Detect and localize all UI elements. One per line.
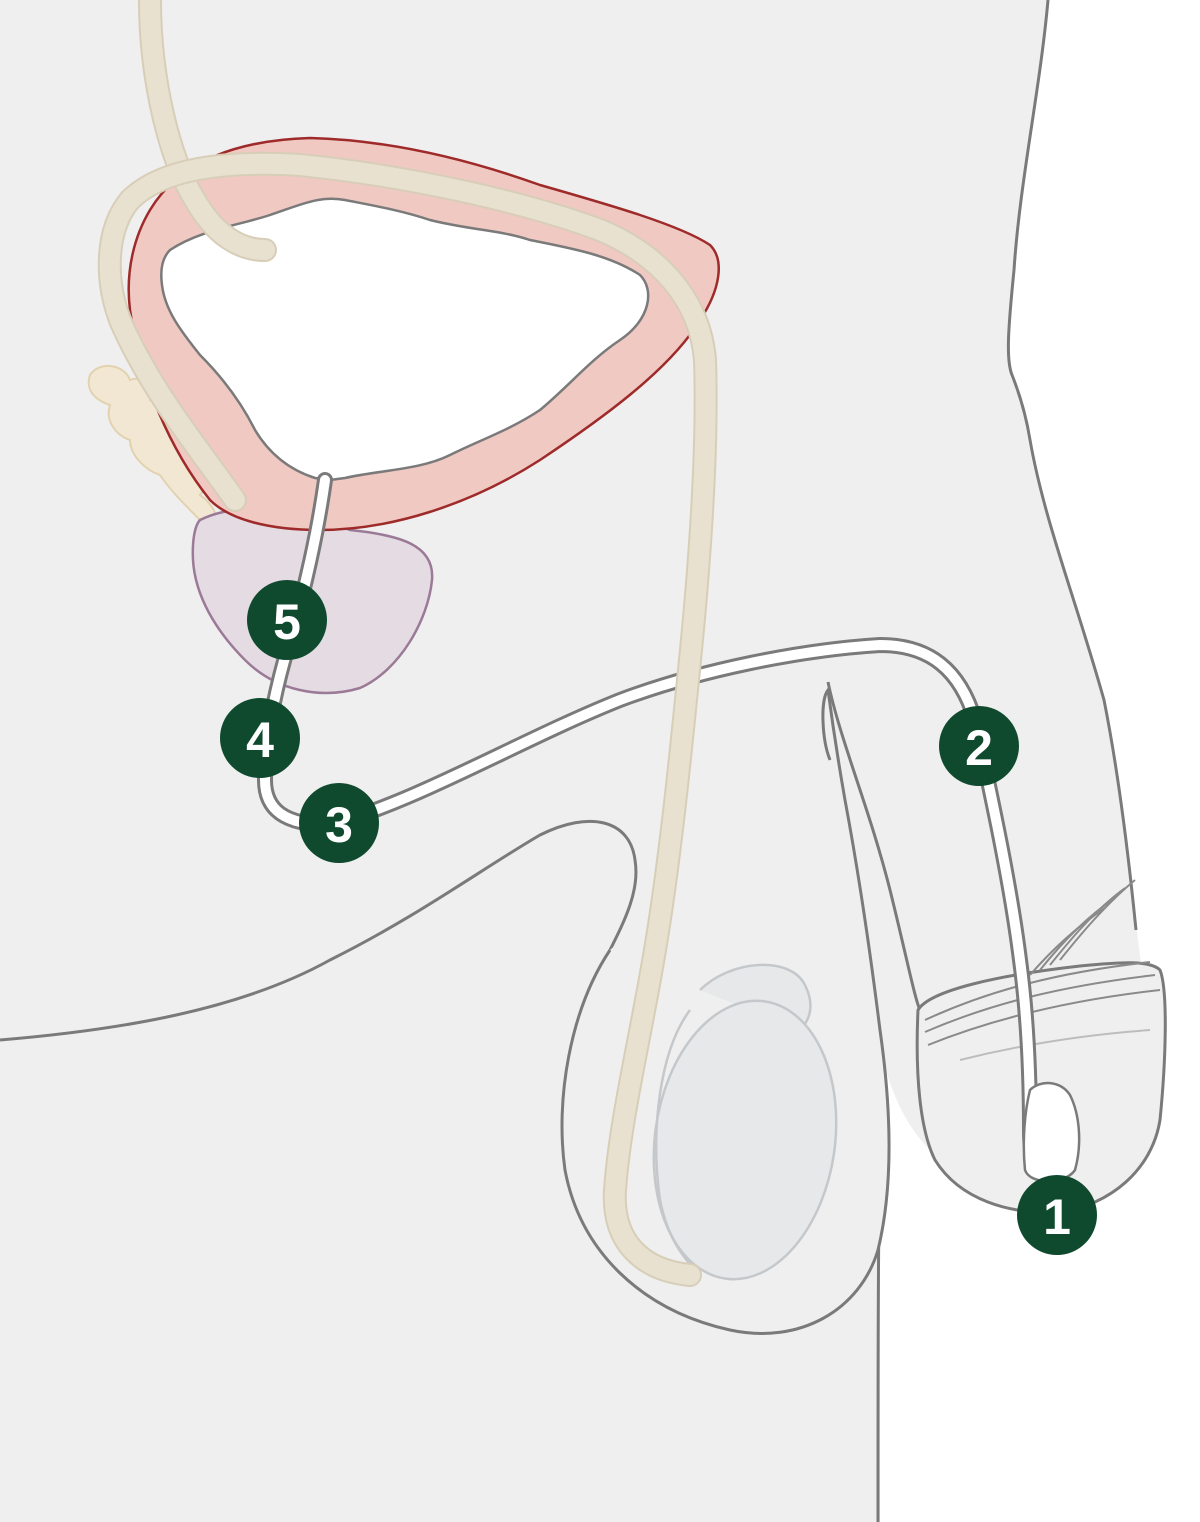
- marker-2-label: 2: [965, 720, 993, 776]
- marker-5[interactable]: 5: [247, 580, 327, 660]
- number-marker-icon: [299, 783, 379, 863]
- number-marker-icon: [247, 580, 327, 660]
- marker-3-label: 3: [325, 797, 353, 853]
- body-outline-front: [1006, 0, 1138, 931]
- penis-shaft-line: [826, 681, 922, 1011]
- number-marker-icon: [1017, 1175, 1097, 1255]
- marker-1[interactable]: 1: [1017, 1175, 1097, 1255]
- marker-5-label: 5: [273, 594, 301, 650]
- number-marker-icon: [939, 706, 1019, 786]
- groin-crease-outline: [0, 819, 638, 1042]
- marker-2[interactable]: 2: [939, 706, 1019, 786]
- thigh-shape: [0, 1040, 880, 1522]
- testis: [652, 963, 838, 1281]
- marker-4-label: 4: [246, 712, 274, 768]
- marker-4[interactable]: 4: [220, 698, 300, 778]
- marker-3[interactable]: 3: [299, 783, 379, 863]
- vas-deferens: [97, 0, 718, 1287]
- marker-1-label: 1: [1043, 1189, 1071, 1245]
- bladder-lumen: [160, 197, 650, 482]
- number-marker-icon: [220, 698, 300, 778]
